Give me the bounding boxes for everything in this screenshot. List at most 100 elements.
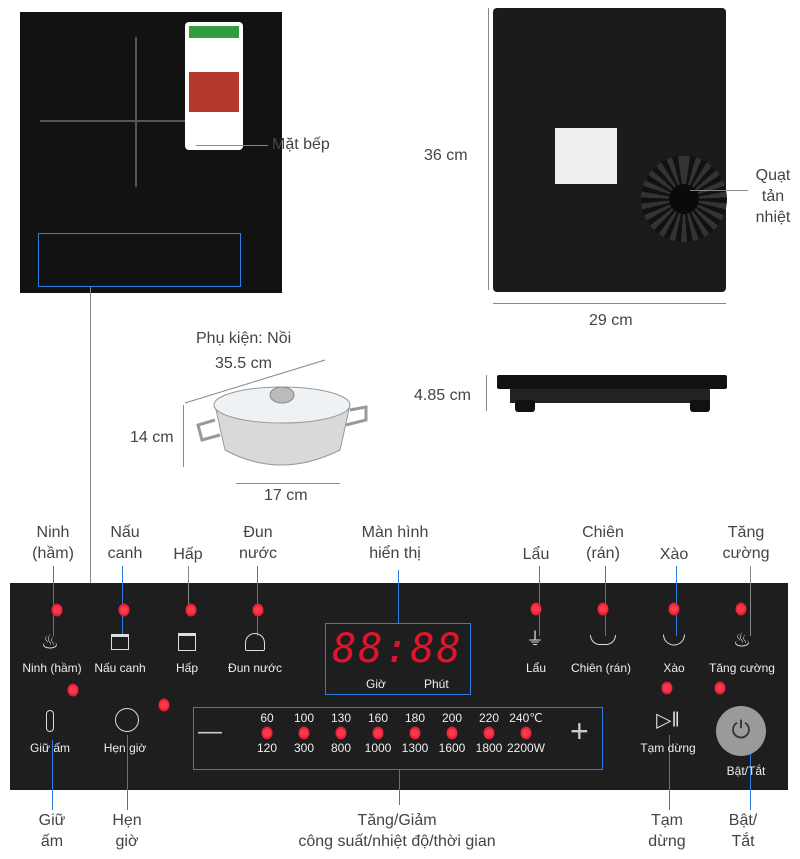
indicator-led [51,603,63,617]
label-sticker [555,128,617,184]
keep-warm-button[interactable]: Giữ ấm [29,741,71,755]
mode-tang-cuong-button[interactable]: Tăng cường [709,661,775,675]
callout-dun-nuoc: Đun nước [238,524,278,562]
power-level: 800 [330,741,352,755]
mode-xao-button[interactable]: Xào [663,661,685,675]
minus-button[interactable]: — [198,718,222,745]
soup-pot-icon[interactable] [111,634,129,650]
pause-button[interactable]: Tạm dừng [640,741,696,755]
pot-illustration [184,359,368,466]
temperature-level: 200 [441,711,463,725]
height-dimension-label: 36 cm [424,147,468,164]
level-led [372,726,384,740]
mode-nau-canh-button[interactable]: Nấu canh [94,661,146,675]
steamer-icon[interactable] [178,633,196,651]
leader-line [539,566,540,636]
cooking-zone-marks [135,37,137,187]
power-button[interactable]: ⏻ [716,706,766,756]
plus-button[interactable]: + [570,713,589,749]
mode-hap-button[interactable]: Hấp [175,661,199,675]
pot-base-label: 17 cm [264,487,308,504]
indicator-led [67,683,79,697]
callout-chien: Chiên (rán) [582,524,624,562]
cooktop-foot [690,400,710,412]
cooktop-side-view [497,375,727,389]
cooktop-surface-label: Mặt bếp [272,136,330,153]
callout-tang-cuong: Tăng cường [722,524,770,562]
kettle-icon[interactable] [245,633,265,651]
leader-line [398,570,399,623]
level-led [483,726,495,740]
mode-chien-button[interactable]: Chiên (rán) [570,661,632,675]
cooking-zone-marks [40,120,200,122]
thickness-dimension-label: 4.85 cm [414,387,471,404]
cooktop-foot [515,400,535,412]
play-pause-icon[interactable]: ▷‖ [656,709,680,732]
fan-icon [641,156,727,242]
pot-base-line [236,483,340,484]
flame-icon[interactable]: ♨ [41,631,59,654]
thermometer-icon[interactable] [46,710,54,732]
leader-line [53,566,54,636]
mode-ninh-button[interactable]: Ninh (hầm) [22,661,82,675]
cooling-fan-label: Quạt tản nhiệt [755,167,791,226]
level-led [335,726,347,740]
mode-dun-nuoc-button[interactable]: Đun nước [228,661,282,675]
power-level: 1800 [475,741,503,755]
clock-icon[interactable] [115,708,139,732]
indicator-led [118,603,130,617]
display-screen: 88:88 Giờ Phút [325,623,471,695]
leader-line [127,735,128,810]
cooktop-top-view [20,12,282,293]
minute-label: Phút [424,677,449,691]
level-led [446,726,458,740]
hour-label: Giờ [366,677,386,691]
cooktop-side-body [510,389,710,403]
hotpot-icon[interactable]: ⏚ [526,629,544,649]
leader-line [669,735,670,810]
indicator-led [714,681,726,695]
leader-line [750,566,751,636]
callout-lau: Lẩu [522,546,550,563]
leader-line [676,566,677,636]
accessory-label: Phụ kiện: Nồi [196,330,292,347]
cooktop-bottom-view [493,8,727,292]
thickness-dimension-line [486,375,487,411]
pot-height-line [183,405,184,467]
callout-display: Màn hình hiển thị [361,524,429,562]
indicator-led [661,681,673,695]
indicator-led [185,603,197,617]
indicator-led [597,602,609,616]
level-led [261,726,273,740]
boost-flame-icon[interactable]: ♨ [733,629,751,652]
indicator-led [252,603,264,617]
callout-hap: Hấp [173,546,203,563]
timer-button[interactable]: Hẹn giờ [103,741,147,755]
width-dimension-label: 29 cm [589,312,633,329]
leader-line [399,770,400,805]
leader-line [188,566,189,606]
temperature-level: 60 [260,711,274,725]
indicator-led [158,698,170,712]
brand-sticker [185,22,243,150]
power-level: 2200W [506,741,546,755]
control-panel [10,583,788,790]
height-dimension-line [488,8,489,290]
indicator-led [668,602,680,616]
mode-lau-button[interactable]: Lẩu [525,661,547,675]
callout-nau-canh: Nấu canh [107,524,143,562]
power-level: 120 [256,741,278,755]
indicator-led [530,602,542,616]
display-digits: 88:88 [332,626,463,672]
callout-tam-dung: Tạm dừng [648,812,686,850]
temperature-level: 240℃ [509,711,543,725]
leader-line [52,740,53,810]
control-panel-area [38,233,241,287]
level-led [520,726,532,740]
temperature-level: 180 [404,711,426,725]
temperature-level: 220 [478,711,500,725]
power-icon: ⏻ [731,717,751,744]
width-dimension-line [493,303,726,304]
power-level: 1000 [364,741,392,755]
power-level: 1600 [438,741,466,755]
